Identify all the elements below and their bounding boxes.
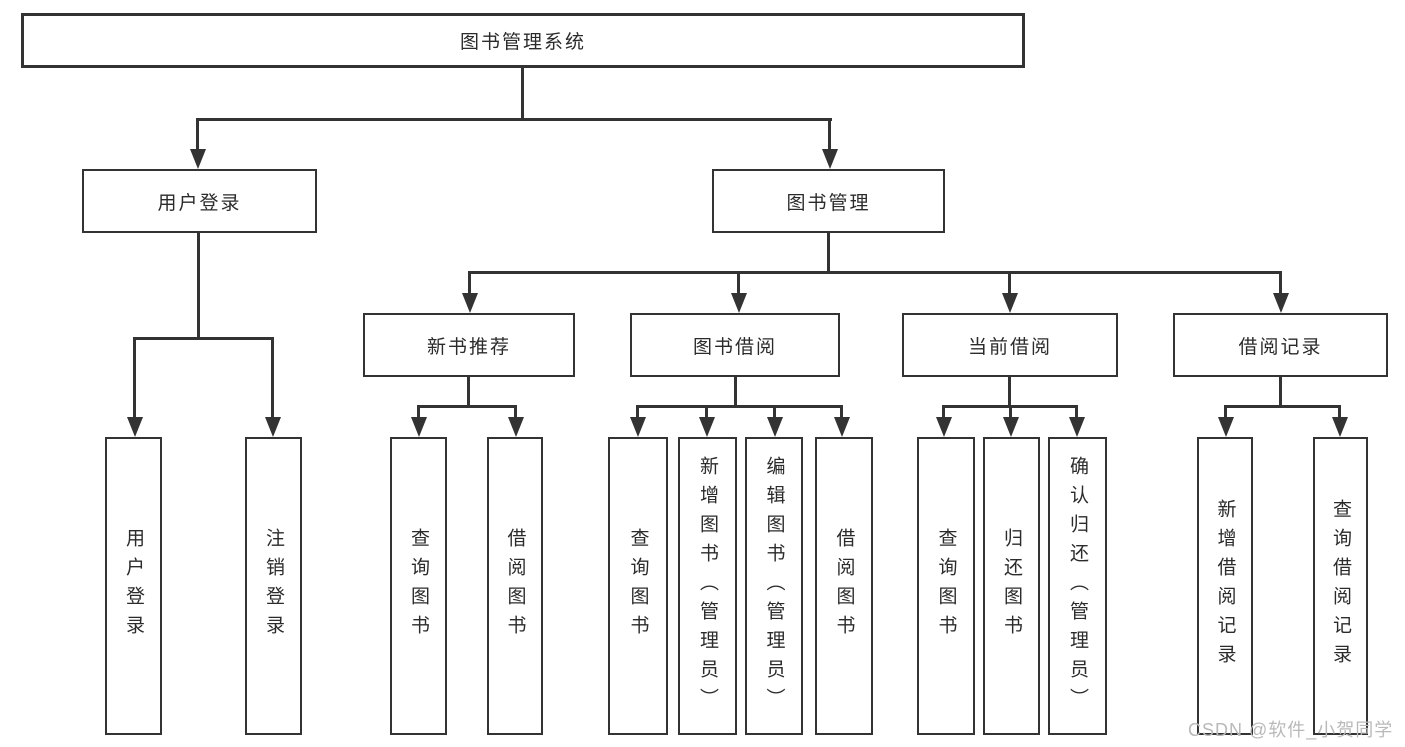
node-label: 用户登录 xyxy=(157,192,242,214)
connector-line xyxy=(828,118,831,151)
connector-line xyxy=(417,405,420,419)
leaf-label: 查询图书 xyxy=(627,528,649,644)
node-label: 借阅记录 xyxy=(1238,336,1323,358)
arrow-down-icon xyxy=(767,417,783,437)
leaf-label: 确认归还（管理员） xyxy=(1067,455,1088,717)
leaf-current-query-books: 查询图书 xyxy=(917,437,975,735)
node-book-management: 图书管理 xyxy=(712,169,945,233)
arrow-down-icon xyxy=(1332,417,1348,437)
connector-line xyxy=(196,118,199,151)
leaf-logout: 注销登录 xyxy=(245,437,302,735)
connector-line xyxy=(1279,271,1282,294)
leaf-label: 借阅图书 xyxy=(833,528,855,644)
arrow-down-icon xyxy=(1003,417,1019,437)
arrow-down-icon xyxy=(1069,417,1085,437)
arrow-down-icon xyxy=(127,417,143,437)
leaf-label: 新增借阅记录 xyxy=(1214,499,1236,673)
node-label: 图书管理系统 xyxy=(459,32,586,53)
connector-line xyxy=(773,405,776,419)
connector-line xyxy=(636,405,843,408)
arrow-down-icon xyxy=(190,149,206,169)
arrow-down-icon xyxy=(1002,293,1018,313)
connector-line xyxy=(468,271,1282,274)
arrow-down-icon xyxy=(265,417,281,437)
node-label: 新书推荐 xyxy=(426,336,511,358)
node-label: 图书管理 xyxy=(786,192,871,214)
node-label: 当前借阅 xyxy=(967,336,1052,358)
connector-line xyxy=(1008,377,1011,408)
leaf-records-add-record: 新增借阅记录 xyxy=(1197,437,1253,735)
connector-line xyxy=(133,337,274,340)
arrow-down-icon xyxy=(508,417,524,437)
arrow-down-icon xyxy=(822,149,838,169)
leaf-label: 查询借阅记录 xyxy=(1330,499,1351,673)
leaf-recommend-query-books: 查询图书 xyxy=(390,437,447,735)
leaf-records-query-record: 查询借阅记录 xyxy=(1313,437,1368,735)
watermark: CSDN @软件_小贺同学 xyxy=(1188,720,1394,740)
node-borrowing-records: 借阅记录 xyxy=(1173,313,1388,377)
arrow-down-icon xyxy=(731,293,747,313)
connector-line xyxy=(1224,405,1227,419)
leaf-label: 新增图书（管理员） xyxy=(697,455,718,717)
leaf-label: 借阅图书 xyxy=(504,528,526,644)
connector-line xyxy=(417,405,517,408)
leaf-label: 查询图书 xyxy=(935,528,957,644)
leaf-borrowing-edit-books-admin: 编辑图书（管理员） xyxy=(745,437,803,735)
leaf-current-confirm-return-admin: 确认归还（管理员） xyxy=(1048,437,1107,735)
leaf-borrowing-borrow-books: 借阅图书 xyxy=(815,437,873,735)
node-label: 图书借阅 xyxy=(692,336,777,358)
leaf-label: 注销登录 xyxy=(263,528,284,644)
connector-line xyxy=(196,118,832,121)
leaf-borrowing-query-books: 查询图书 xyxy=(608,437,668,735)
connector-line xyxy=(467,377,470,408)
connector-line xyxy=(734,377,737,408)
leaf-borrowing-add-books-admin: 新增图书（管理员） xyxy=(678,437,737,735)
connector-line xyxy=(1009,405,1012,419)
connector-line xyxy=(1075,405,1078,419)
connector-line xyxy=(521,66,524,118)
arrow-down-icon xyxy=(1273,293,1289,313)
connector-line xyxy=(1224,405,1341,408)
connector-line xyxy=(1279,377,1282,408)
leaf-label: 编辑图书（管理员） xyxy=(763,455,785,717)
node-book-borrowing: 图书借阅 xyxy=(630,313,840,377)
connector-line xyxy=(1338,405,1341,419)
connector-line xyxy=(737,271,740,294)
node-library-management-system: 图书管理系统 xyxy=(21,13,1025,68)
connector-line xyxy=(271,337,274,418)
connector-line xyxy=(840,405,843,419)
leaf-label: 归还图书 xyxy=(1001,528,1022,644)
connector-line xyxy=(197,233,200,339)
arrow-down-icon xyxy=(936,417,952,437)
arrow-down-icon xyxy=(1218,417,1234,437)
arrow-down-icon xyxy=(411,417,427,437)
leaf-recommend-borrow-books: 借阅图书 xyxy=(487,437,543,735)
connector-line xyxy=(636,405,639,419)
node-new-book-recommend: 新书推荐 xyxy=(363,313,575,377)
node-user-login: 用户登录 xyxy=(82,169,317,233)
leaf-user-login: 用户登录 xyxy=(105,437,162,735)
arrow-down-icon xyxy=(699,417,715,437)
leaf-current-return-books: 归还图书 xyxy=(983,437,1040,735)
connector-line xyxy=(705,405,708,419)
node-current-borrowing: 当前借阅 xyxy=(902,313,1118,377)
arrow-down-icon xyxy=(462,293,478,313)
arrow-down-icon xyxy=(630,417,646,437)
connector-line xyxy=(133,337,136,418)
connector-line xyxy=(1008,271,1011,294)
arrow-down-icon xyxy=(834,417,850,437)
connector-line xyxy=(514,405,517,419)
connector-line xyxy=(827,233,830,274)
leaf-label: 用户登录 xyxy=(123,528,144,644)
leaf-label: 查询图书 xyxy=(408,528,429,644)
connector-line xyxy=(468,271,471,294)
connector-line xyxy=(942,405,945,419)
